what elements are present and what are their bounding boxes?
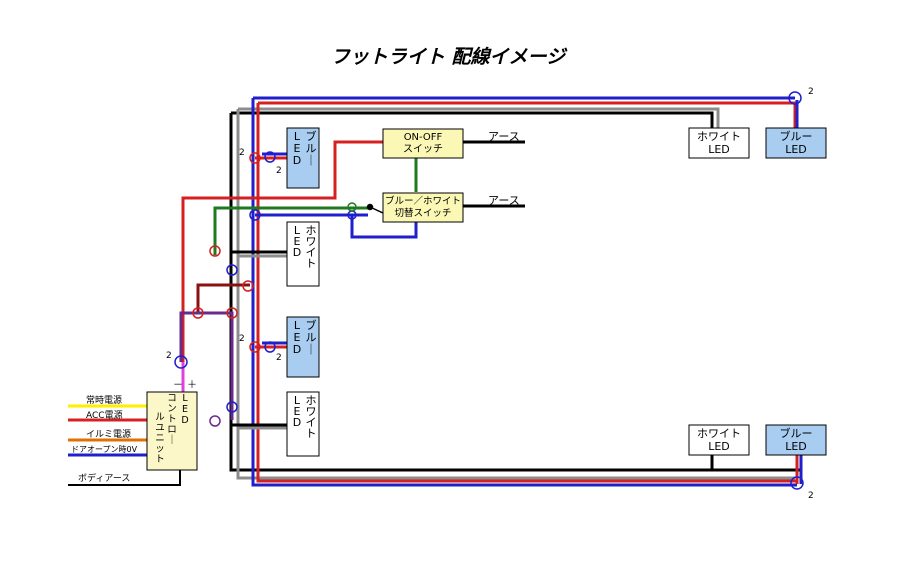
junction-marker <box>174 355 188 369</box>
count-marks: 2 2 2 2 2 2 2 <box>166 87 814 501</box>
unit-right-link <box>198 255 215 425</box>
gray-wire-loop <box>236 107 795 480</box>
junction-marker <box>347 202 357 212</box>
input-label-constant-power: 常時電源 <box>86 394 122 406</box>
blue-wire-changeover-loop <box>350 215 418 239</box>
junction-marker <box>209 415 221 427</box>
input-label-illumination-power: イルミ電源 <box>86 429 131 440</box>
black-wire-top <box>231 111 714 130</box>
connection-markers <box>174 91 804 490</box>
body-ground-label: ボディアース <box>78 472 130 484</box>
unit-plus-terminal: ＋ <box>187 380 197 391</box>
junction-marker <box>192 307 204 319</box>
red-wire-onoff <box>181 140 383 362</box>
blue-wire-main <box>251 96 797 487</box>
junction-marker <box>242 280 254 292</box>
input-labels: 常時電源 ACC電源 イルミ電源 ドアオープン時0V ボディアース <box>71 394 138 484</box>
input-label-acc-power: ACC電源 <box>86 410 123 421</box>
junction-marker <box>209 245 221 257</box>
junction-marker <box>788 91 802 105</box>
switch-contact <box>366 203 374 211</box>
ground-label-onoff: アース <box>488 130 520 143</box>
count-mark: 2 <box>166 351 172 361</box>
unit-minus-terminal: － <box>173 380 183 391</box>
purple-wire <box>179 311 234 420</box>
junction-marker <box>249 209 261 221</box>
ground-label-changeover: アース <box>488 194 520 207</box>
diagram-title: フットライト 配線イメージ <box>331 46 568 68</box>
junction-marker <box>226 264 238 276</box>
count-mark: 2 <box>239 148 245 158</box>
changeover-switch-label: ブルー／ホワイト切替スイッチ <box>385 195 461 219</box>
count-mark: 2 <box>276 166 282 176</box>
count-mark: 2 <box>808 491 814 501</box>
wires <box>68 96 803 487</box>
junction-marker <box>249 341 261 353</box>
green-wire-feed <box>213 206 370 255</box>
body-ground-wire <box>68 470 181 486</box>
junction-marker <box>226 307 238 319</box>
count-mark: 2 <box>239 334 245 344</box>
count-mark: 2 <box>276 353 282 363</box>
junction-marker <box>264 341 276 353</box>
black-wire-loop <box>229 113 800 472</box>
junction-marker <box>249 152 261 164</box>
junction-marker <box>790 476 804 490</box>
changeover-switch: ブルー／ホワイト切替スイッチ <box>382 192 464 223</box>
junction-marker <box>226 401 238 413</box>
darkred-wire <box>196 283 250 312</box>
red-wire-main <box>256 101 797 483</box>
junction-marker <box>264 151 276 163</box>
count-mark: 2 <box>808 87 814 97</box>
input-wires <box>68 404 147 457</box>
input-label-door-open: ドアオープン時0V <box>71 445 138 454</box>
